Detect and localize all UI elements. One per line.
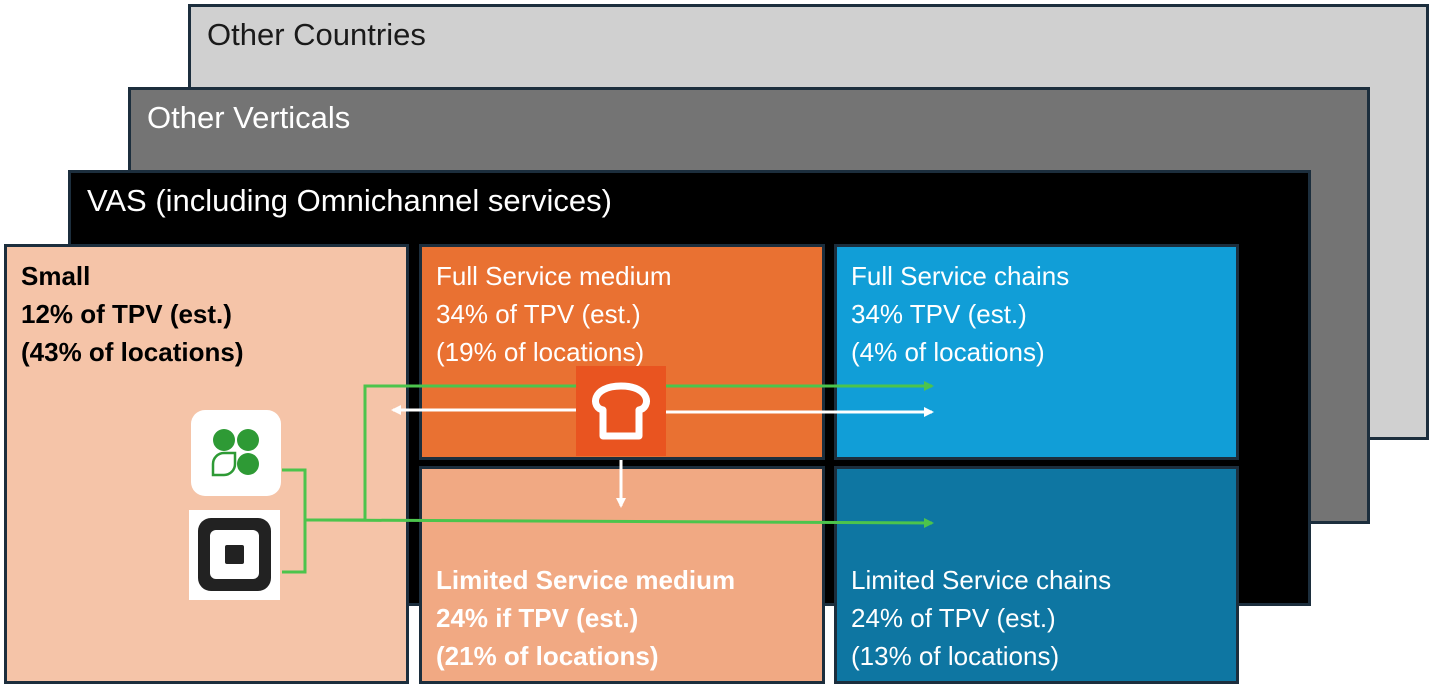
- segment-limited-service-medium-title: Limited Service medium: [436, 565, 736, 595]
- segment-limited-service-chains-tpv: 24% of TPV (est.): [851, 603, 1056, 633]
- toast-logo-icon: [576, 366, 666, 456]
- segment-small-locations: (43% of locations): [21, 337, 244, 367]
- segment-full-service-medium-title: Full Service medium: [436, 261, 672, 291]
- segment-limited-service-medium-tpv: 24% if TPV (est.): [436, 603, 639, 633]
- segment-full-service-medium-tpv: 34% of TPV (est.): [436, 299, 641, 329]
- segment-full-service-chains-tpv: 34% TPV (est.): [851, 299, 1027, 329]
- segment-limited-service-medium: Limited Service medium 24% if TPV (est.)…: [419, 466, 825, 684]
- layer-title-other-verticals: Other Verticals: [147, 100, 351, 135]
- layer-title-vas: VAS (including Omnichannel services): [87, 183, 612, 218]
- layer-title-other-countries: Other Countries: [207, 17, 426, 52]
- segment-limited-service-chains: Limited Service chains 24% of TPV (est.)…: [834, 466, 1239, 684]
- segment-limited-service-chains-title: Limited Service chains: [851, 565, 1112, 595]
- square-logo-icon: [189, 510, 280, 600]
- segment-full-service-medium-locations: (19% of locations): [436, 337, 645, 367]
- segment-full-service-chains: Full Service chains 34% TPV (est.) (4% o…: [834, 244, 1239, 460]
- segment-full-service-chains-title: Full Service chains: [851, 261, 1070, 291]
- segment-limited-service-chains-locations: (13% of locations): [851, 641, 1060, 671]
- segment-full-service-chains-locations: (4% of locations): [851, 337, 1045, 367]
- segment-small-tpv: 12% of TPV (est.): [21, 299, 232, 329]
- clover-logo-icon: [191, 410, 281, 496]
- segment-small-title: Small: [21, 261, 91, 291]
- segment-limited-service-medium-locations: (21% of locations): [436, 641, 659, 671]
